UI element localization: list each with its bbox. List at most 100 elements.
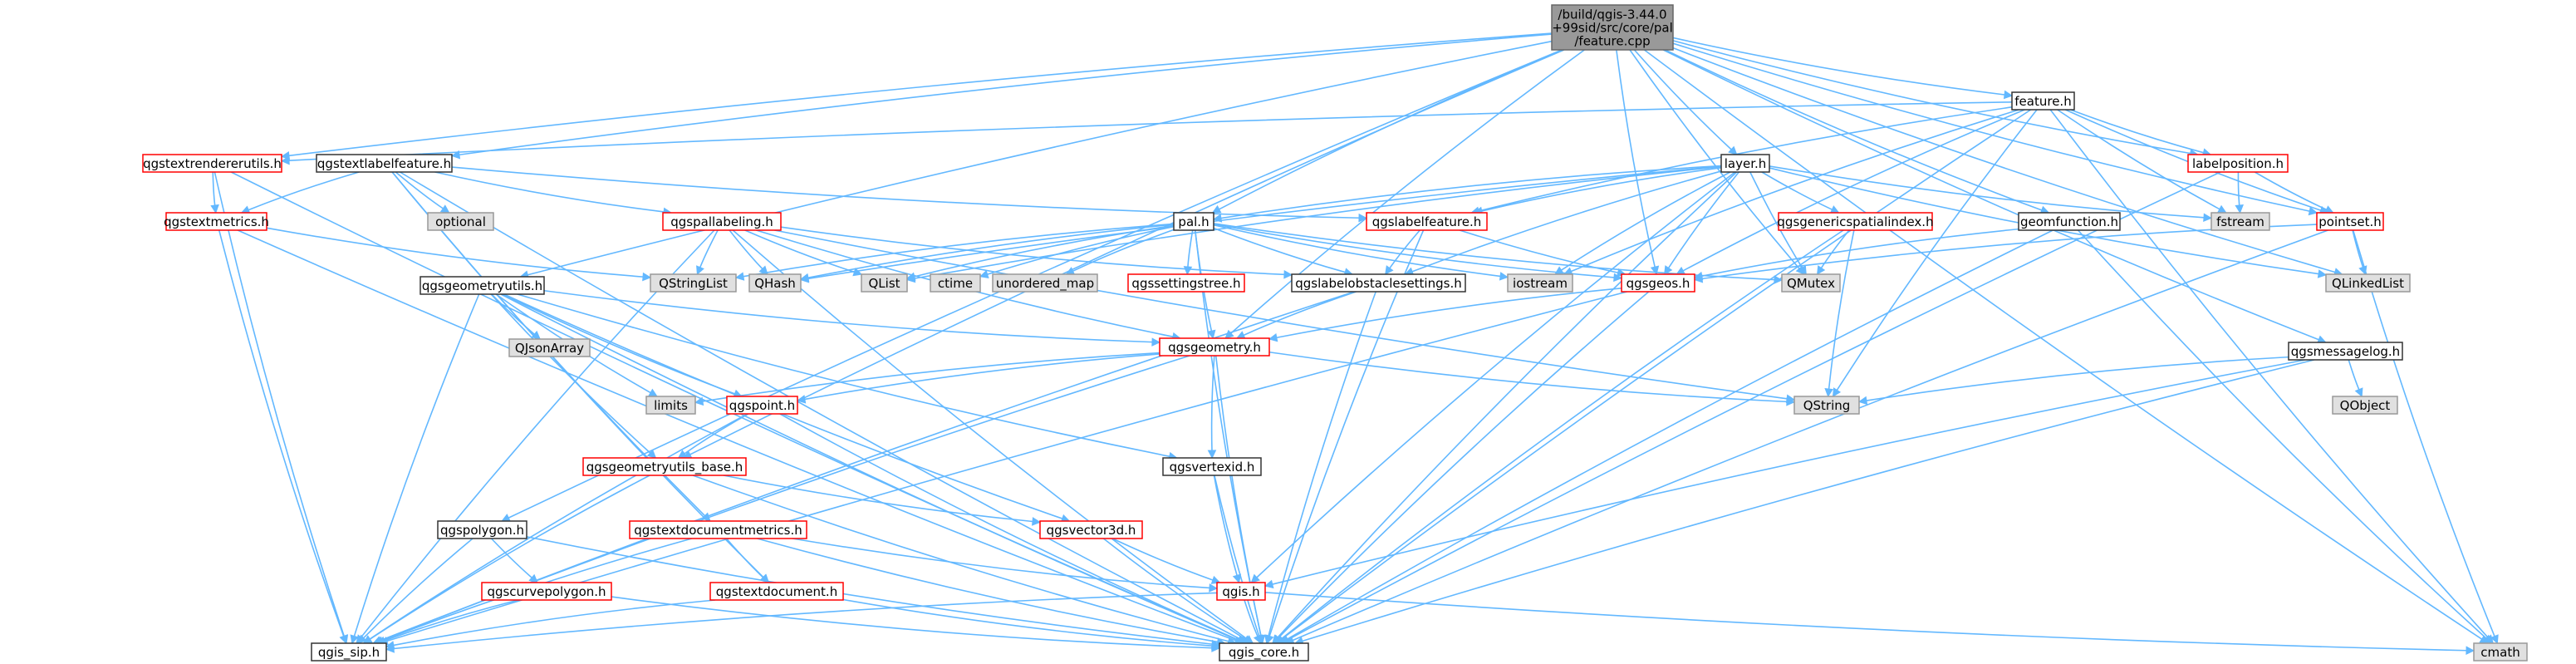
- node-feature[interactable]: feature.h: [2011, 91, 2075, 111]
- node-qgspoint[interactable]: qgspoint.h: [726, 396, 798, 415]
- arrowhead-feature-to-fstream: [2216, 204, 2227, 214]
- node-ctime: ctime: [930, 273, 981, 293]
- node-label-geomfunction: geomfunction.h: [2020, 214, 2118, 229]
- arrowhead-qgstextdocumentmetrics-to-qgstextdocument: [759, 573, 769, 583]
- node-qgslabelobstaclesettings[interactable]: qgslabelobstaclesettings.h: [1291, 273, 1466, 293]
- node-qgsgeometry[interactable]: qgsgeometry.h: [1159, 337, 1270, 357]
- node-qgssettingstree[interactable]: qgssettingstree.h: [1127, 273, 1245, 293]
- node-qgspolygon[interactable]: qgspolygon.h: [437, 520, 527, 539]
- edge-layer-to-qgsgeos: [1667, 171, 1739, 268]
- node-qgsgeos[interactable]: qgsgeos.h: [1621, 273, 1695, 293]
- edge-qgsmessagelog-to-qstring: [1866, 356, 2289, 401]
- node-layer[interactable]: layer.h: [1720, 154, 1770, 173]
- edge-qgsmessagelog-to-qgis: [1272, 359, 2306, 585]
- node-qgspallabeling[interactable]: qgspallabeling.h: [662, 212, 782, 231]
- edge-qgspallabeling-to-qhash: [729, 229, 763, 270]
- node-box-qjsonarray: [508, 338, 591, 357]
- node-pal[interactable]: pal.h: [1173, 212, 1214, 231]
- node-qgsvertexid[interactable]: qgsvertexid.h: [1162, 457, 1262, 476]
- edge-qgstextlabelfeature-to-qgslabelfeature: [451, 166, 1360, 219]
- node-box-qhash: [748, 273, 802, 293]
- node-qgstextdocument[interactable]: qgstextdocument.h: [709, 582, 844, 601]
- arrowhead-qgstextmetrics-to-qstringlist: [642, 272, 652, 282]
- node-qgslabelfeature[interactable]: qgslabelfeature.h: [1366, 212, 1488, 231]
- arrowhead-layer-to-fstream: [2203, 213, 2213, 223]
- node-qstringlist: QStringList: [650, 273, 737, 293]
- node-qgstextlabelfeature[interactable]: qgstextlabelfeature.h: [316, 154, 453, 173]
- node-qgsgeometryutils_base[interactable]: qgsgeometryutils_base.h: [582, 457, 747, 476]
- node-label-qgsgeos: qgsgeos.h: [1627, 276, 1690, 291]
- edge-feature-to-qgstextrendererutils: [288, 101, 2013, 161]
- node-box-optional: [427, 212, 494, 231]
- node-qgis[interactable]: qgis.h: [1216, 582, 1266, 601]
- node-qgsgenericspatialindex[interactable]: qgsgenericspatialindex.h: [1777, 212, 1934, 231]
- edge-pointset-to-qgis_core: [1292, 229, 2328, 642]
- node-box-qgis_sip: [311, 642, 387, 662]
- edge-feature-to-labelposition: [2070, 109, 2204, 154]
- node-qgstextmetrics[interactable]: qgstextmetrics.h: [164, 212, 269, 231]
- node-pointset[interactable]: pointset.h: [2316, 212, 2384, 231]
- edge-qgstextmetrics-to-qgis_sip: [218, 229, 345, 637]
- arrowhead-feature-to-qgstextrendererutils: [280, 155, 290, 165]
- edge-labelposition-to-pointset: [2254, 171, 2327, 210]
- edge-qgslabelfeature-to-qgslabelobstaclesettings: [1389, 229, 1420, 269]
- arrowhead-qgsgeometryutils-to-limits: [648, 388, 658, 397]
- arrowhead-qgsgeometryutils_base-to-qgsvector3d: [1032, 517, 1042, 526]
- edge-qgstextrendererutils-to-qgstextmetrics: [212, 171, 216, 206]
- arrowhead-qgsgeometry-to-qstring: [1786, 397, 1796, 406]
- edge-feature-to-qgis_core: [1282, 109, 2032, 640]
- edge-qgstextlabelfeature-to-qgspallabeling: [434, 171, 665, 213]
- node-box-qobject: [2332, 396, 2398, 415]
- arrowhead-root-to-layer: [1728, 145, 1738, 155]
- node-label-qgslabelobstaclesettings: qgslabelobstaclesettings.h: [1295, 276, 1461, 291]
- node-box-qmutex: [1781, 273, 1841, 293]
- node-qgstextdocumentmetrics[interactable]: qgstextdocumentmetrics.h: [629, 520, 807, 539]
- node-geomfunction[interactable]: geomfunction.h: [2018, 212, 2121, 231]
- node-qgscurvepolygon[interactable]: qgscurvepolygon.h: [481, 582, 612, 601]
- node-box-pal: [1173, 212, 1214, 231]
- arrowhead-layer-to-qmutex: [1798, 265, 1807, 275]
- arrowhead-qgspallabeling-to-qgslabelobstaclesettings: [1283, 269, 1293, 279]
- node-qgsmessagelog[interactable]: qgsmessagelog.h: [2288, 342, 2403, 361]
- node-box-qgsgeos: [1621, 273, 1695, 293]
- arrowhead-qgstextmetrics-to-qgis_sip: [339, 634, 348, 645]
- node-root[interactable]: /build/qgis-3.44.0+99sid/src/core/pal/fe…: [1551, 4, 1674, 51]
- edge-qgstextmetrics-to-qstringlist: [266, 227, 644, 278]
- edge-pointset-to-qlinkedlist: [2352, 229, 2364, 268]
- node-label-qgspoint: qgspoint.h: [729, 398, 795, 413]
- edge-layer-to-qgslabelfeature: [1481, 167, 1722, 212]
- node-label-unordered_map: unordered_map: [996, 276, 1094, 292]
- node-label-qgscurvepolygon: qgscurvepolygon.h: [487, 584, 606, 599]
- node-box-qlinkedlist: [2325, 273, 2411, 293]
- edge-qgsgeometry-to-qgspoint: [804, 353, 1160, 401]
- arrowhead-qgsgeos-to-qgsgeometry: [1268, 332, 1278, 342]
- arrowhead-layer-to-qlinkedlist: [2317, 269, 2328, 278]
- arrowhead-feature-to-qgsgeos: [1676, 266, 1686, 275]
- node-label-qgspallabeling: qgspallabeling.h: [670, 214, 773, 229]
- node-label-qgsgeometryutils_base: qgsgeometryutils_base.h: [586, 460, 743, 475]
- arrowhead-qgsgeos-to-qgis_core: [1272, 634, 1283, 644]
- node-labelposition[interactable]: labelposition.h: [2187, 154, 2289, 173]
- edge-qgsgeos-to-qgsgeometry: [1276, 288, 1622, 339]
- node-box-feature: [2011, 91, 2075, 111]
- edge-feature-to-fstream: [2057, 109, 2220, 210]
- node-box-geomfunction: [2018, 212, 2121, 231]
- node-qgsgeometryutils[interactable]: qgsgeometryutils.h: [420, 276, 545, 295]
- node-label-ctime: ctime: [938, 276, 973, 291]
- node-qgstextrendererutils[interactable]: qgstextrendererutils.h: [142, 154, 282, 173]
- node-box-qlist: [861, 273, 908, 293]
- node-qgsvector3d[interactable]: qgsvector3d.h: [1039, 520, 1143, 539]
- arrowhead-root-to-qgspolygon: [501, 514, 511, 522]
- edge-qgspolygon-to-qgis_sip: [363, 538, 473, 639]
- edge-layer-to-qgslabelobstaclesettings: [1411, 170, 1722, 273]
- edge-qgsvector3d-to-qgis: [1111, 538, 1214, 581]
- arrowhead-qgslabelobstaclesettings-to-qgis_core: [1264, 634, 1273, 645]
- edge-qgsgeos-to-qgis_core: [1278, 291, 1650, 639]
- arrowhead-qgstextlabelfeature-to-optional: [439, 204, 450, 214]
- node-qgis_sip[interactable]: qgis_sip.h: [311, 642, 387, 662]
- node-qgis_core[interactable]: qgis_core.h: [1219, 642, 1309, 662]
- node-box-root: [1551, 4, 1674, 51]
- edge-pal-to-qmutex: [1213, 223, 1775, 281]
- node-label-root: /feature.cpp: [1574, 34, 1650, 49]
